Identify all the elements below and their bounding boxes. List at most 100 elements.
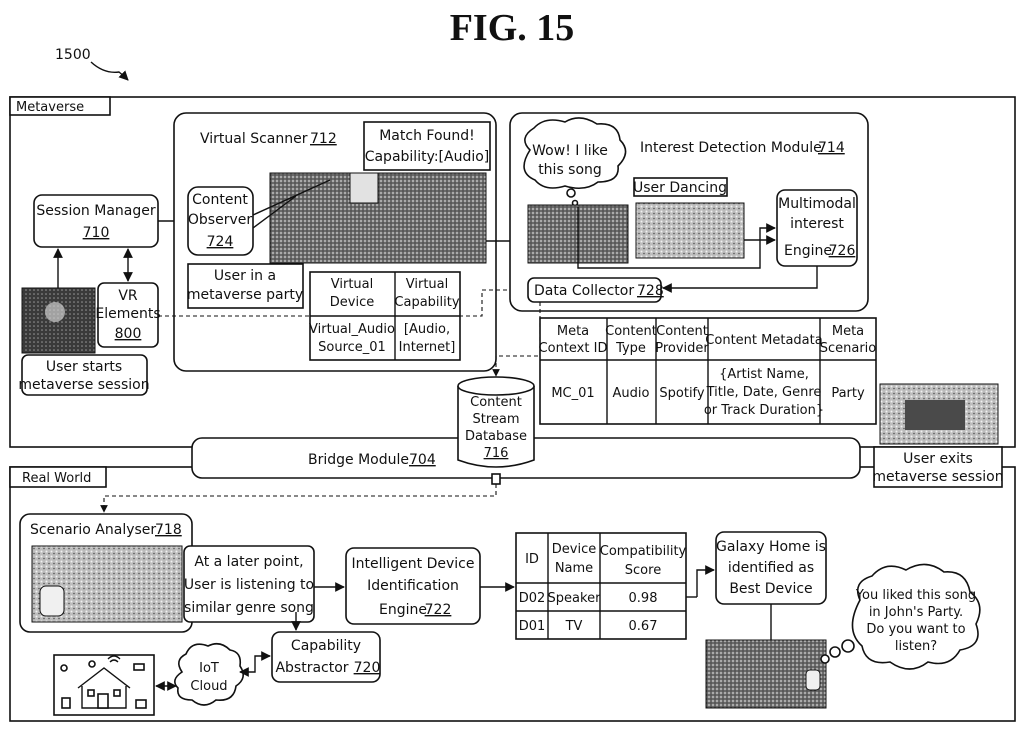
dt-h-name-2: Name (555, 561, 593, 576)
party-label-line1: User in a (214, 268, 276, 284)
dt-h-score-2: Score (625, 563, 661, 578)
mt-h-scen-2: Scenario (820, 341, 877, 356)
vt-cell-cap-2: Internet] (399, 340, 456, 355)
user-starts-line2: metaverse session (18, 377, 149, 393)
content-observer-line1: Content (192, 192, 248, 208)
virtual-scanner-name: Virtual Scanner (200, 131, 308, 147)
speech-line1: You liked this song (855, 588, 976, 603)
dt-h-name-1: Device (552, 542, 596, 557)
speech-dot-2 (830, 647, 840, 657)
user-starts-line1: User starts (46, 359, 122, 375)
db-line2: Stream (472, 412, 519, 427)
content-observer-line2: Observer (188, 212, 252, 228)
mt-h-ctx-1: Meta (557, 324, 589, 339)
interest-module-name: Interest Detection Module (640, 140, 822, 156)
thought-line1: Wow! I like (532, 143, 608, 159)
later-point-line1: At a later point, (194, 554, 303, 570)
content-stream-database: Content Stream Database 716 (458, 377, 534, 467)
db-line3: Database (465, 429, 527, 444)
speech-line3: Do you want to (866, 622, 965, 637)
metaverse-label: Metaverse (16, 100, 84, 115)
mt-h-prov-1: Content (656, 324, 708, 339)
dt-r1-id: D02 (519, 591, 546, 606)
bridge-module-num: 704 (409, 452, 436, 468)
speech-line2: in John's Party. (869, 605, 963, 620)
dt-r2-name: TV (565, 619, 583, 634)
scenario-analyser-num: 718 (155, 522, 182, 538)
idie-line2: Identification (367, 578, 459, 594)
party-label-line2: metaverse party (187, 287, 303, 303)
interest-module-num: 714 (818, 140, 845, 156)
data-collector-name: Data Collector (534, 283, 634, 299)
speech-line4: listen? (895, 639, 937, 654)
mt-h-meta: Content Metadata (705, 333, 822, 348)
vt-cell-cap-1: [Audio, (404, 322, 450, 337)
user-head-shape (45, 302, 65, 322)
galaxy-speaker-shape (806, 670, 820, 690)
mt-c-prov: Spotify (659, 386, 705, 401)
session-manager-num: 710 (83, 225, 110, 241)
audio-source-highlight (350, 173, 378, 203)
later-point-line2: User is listening to (184, 577, 314, 593)
ref-arrow (91, 62, 128, 80)
figure-ref: 1500 (55, 47, 91, 63)
vr-elements-line1: VR (118, 288, 138, 304)
mt-h-type-2: Type (615, 341, 646, 356)
db-connector (492, 474, 500, 484)
vt-cell-device-2: Source_01 (318, 340, 386, 355)
device-compatibility-table: ID Device Name Compatibility Score D02 S… (516, 533, 687, 639)
data-collector-num: 728 (637, 283, 664, 299)
vr-elements-line2: Elements (95, 306, 160, 322)
vt-header-device-2: Device (330, 295, 374, 310)
session-manager-name: Session Manager (36, 203, 155, 219)
capability-line1: Capability (291, 638, 361, 654)
match-found-line1: Match Found! (379, 128, 475, 144)
exit-headset-shape (905, 400, 965, 430)
capability-line2: Abstractor (275, 660, 348, 676)
idie-line3: Engine (379, 602, 427, 618)
user-exits-line2: metaverse session (872, 469, 1003, 485)
mt-c-meta-3: or Track Duration} (704, 403, 824, 418)
figure-title: FIG. 15 (450, 7, 575, 49)
vt-cell-device-1: Virtual_Audio (309, 322, 395, 337)
later-point-line3: similar genre song (184, 600, 314, 616)
thought-line2: this song (538, 162, 602, 178)
speaker-in-room-shape (40, 586, 64, 616)
bridge-module-name: Bridge Module (308, 452, 409, 468)
vr-elements-num: 800 (115, 326, 142, 342)
virtual-scanner-num: 712 (310, 131, 337, 147)
galaxy-line1: Galaxy Home is (716, 539, 826, 555)
dt-r2-id: D01 (519, 619, 546, 634)
multimodal-num: 726 (829, 243, 856, 259)
mt-c-ctx: MC_01 (551, 386, 594, 401)
mt-c-meta-2: Title, Date, Genre (706, 385, 822, 400)
real-world-label: Real World (22, 471, 91, 486)
vt-header-device-1: Virtual (331, 277, 373, 292)
galaxy-line2: identified as (728, 560, 814, 576)
multimodal-line3: Engine (784, 243, 832, 259)
galaxy-line3: Best Device (729, 581, 812, 597)
user-dancing-label: User Dancing (633, 180, 727, 196)
iot-cloud-line1: IoT (199, 661, 219, 676)
idie-num: 722 (425, 602, 452, 618)
mt-h-type-1: Content (605, 324, 657, 339)
dt-h-score-1: Compatibility (600, 544, 687, 559)
dt-h-id: ID (525, 552, 539, 567)
smart-home-icon (54, 655, 154, 715)
dt-r1-name: Speaker (548, 591, 602, 606)
iot-cloud-line2: Cloud (190, 679, 227, 694)
vt-header-cap-1: Virtual (406, 277, 448, 292)
mt-c-scen: Party (831, 386, 865, 401)
capability-num: 720 (354, 660, 381, 676)
vt-header-cap-2: Capability (394, 295, 459, 310)
speech-dot-1 (821, 655, 829, 663)
dt-r2-score: 0.67 (629, 619, 658, 634)
db-line1: Content (470, 395, 522, 410)
user-exits-line1: User exits (903, 451, 973, 467)
multimodal-line1: Multimodal (778, 196, 856, 212)
idie-line1: Intelligent Device (352, 556, 475, 572)
mt-c-type: Audio (613, 386, 650, 401)
content-observer-num: 724 (207, 234, 234, 250)
dancing-photo-2 (636, 203, 744, 258)
